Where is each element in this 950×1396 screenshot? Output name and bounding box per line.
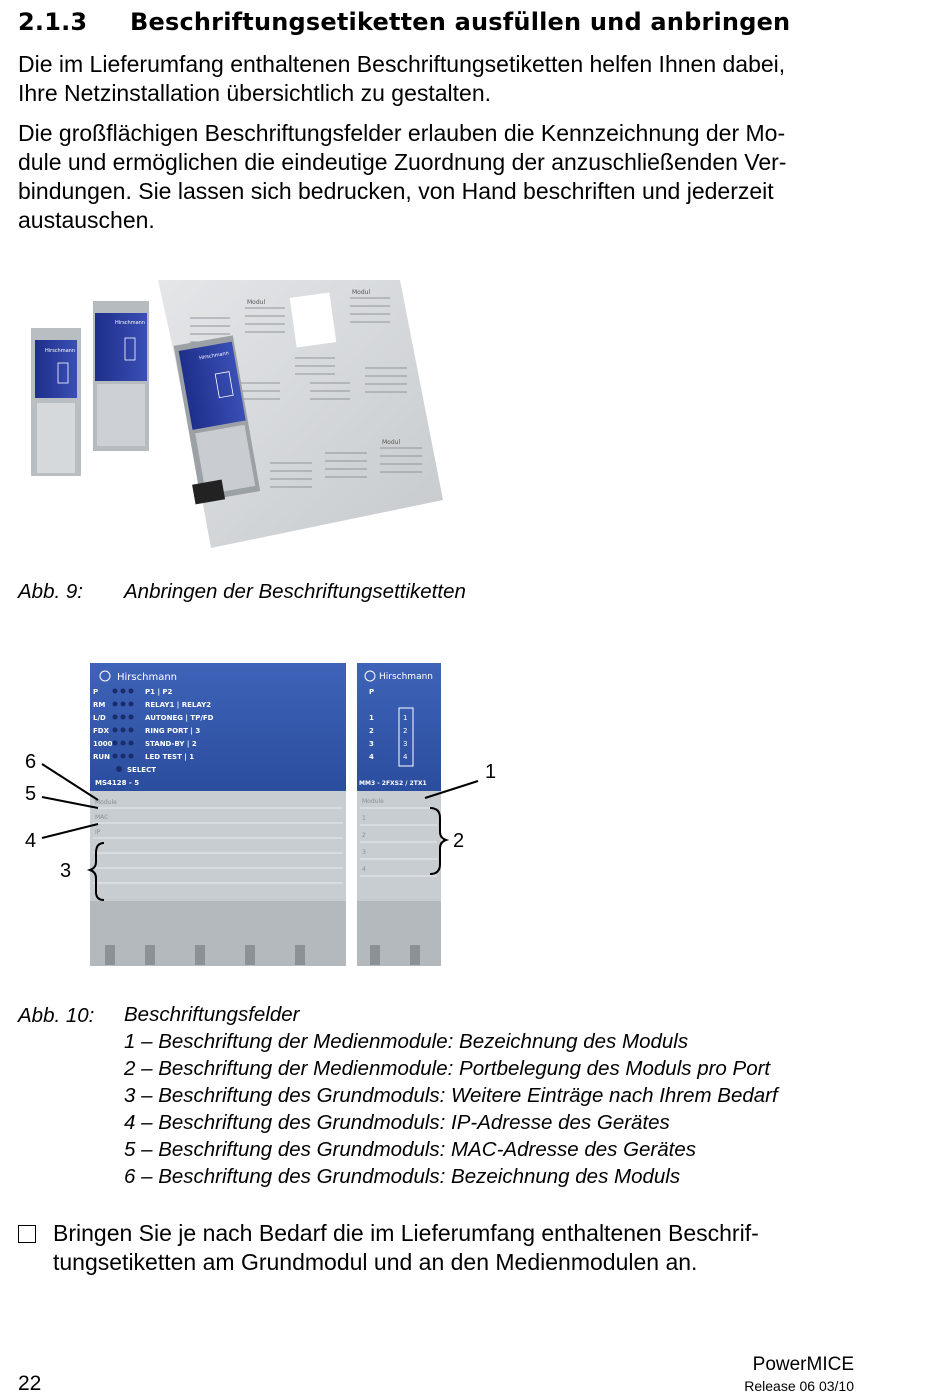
sheet-field-label: Modul — [382, 439, 400, 446]
model-label: MM3 - 2FXS2 / 2TX1 — [359, 780, 427, 787]
text-line: austauschen. — [18, 207, 155, 233]
text-line: Die großflächigen Beschriftungsfelder er… — [18, 120, 786, 146]
led-label: 1 — [369, 714, 374, 722]
intro-paragraph: Die im Lieferumfang enthaltenen Beschrif… — [18, 50, 878, 108]
callout-leaders — [41, 763, 479, 901]
callout-4: 4 — [25, 830, 37, 852]
text-line: Die im Lieferumfang enthaltenen Beschrif… — [18, 51, 786, 77]
field-label-module: Module — [95, 799, 117, 806]
brand-text: Hirschmann — [115, 320, 145, 326]
brand-text: Hirschmann — [199, 350, 230, 361]
text-line: tungsetiketten am Grundmodul und an den … — [53, 1249, 698, 1275]
field-label-mac: MAC — [95, 814, 108, 821]
callout-5: 5 — [25, 783, 37, 805]
leader-5 — [41, 796, 99, 809]
figure-label: Abb. 10: — [18, 1004, 95, 1027]
select-label: SELECT — [127, 766, 156, 774]
led-function: AUTONEG | TP/FD — [145, 714, 214, 723]
led-label: P — [369, 688, 374, 696]
field-label-port: 2 — [362, 832, 366, 839]
legend-item: 1 – Beschriftung der Medienmodule: Bezei… — [124, 1030, 689, 1053]
leader-4 — [41, 823, 99, 839]
text-line: Ihre Netzinstallation übersichtlich zu g… — [18, 80, 492, 106]
port-number: 3 — [403, 740, 407, 748]
led-function: RELAY1 | RELAY2 — [145, 701, 211, 710]
legend-item: 3 – Beschriftung des Grundmoduls: Weiter… — [124, 1084, 778, 1107]
callout-6: 6 — [25, 751, 37, 773]
led-label: FDX — [93, 727, 110, 735]
legend-item: 6 – Beschriftung des Grundmoduls: Bezeic… — [124, 1165, 681, 1188]
section-number: 2.1.3 — [18, 8, 88, 36]
section-title: Beschriftungsetiketten ausfüllen und anb… — [130, 8, 791, 36]
led-label: 1000 — [93, 740, 113, 748]
text-line: bindungen. Sie lassen sich bedrucken, vo… — [18, 178, 774, 204]
base-module: Hirschmann P RM L/D FDX 1000 RUN P1 | P2… — [90, 663, 346, 966]
checkbox-icon — [18, 1225, 36, 1243]
callout-2: 2 — [453, 830, 465, 852]
label-sheet-photo: Modul Modul Modul Hirschmann Hirschmann … — [31, 280, 443, 548]
leader-6 — [41, 763, 99, 801]
led-label: 2 — [369, 727, 374, 735]
port-number: 4 — [403, 753, 408, 761]
field-label-module: Module — [362, 798, 384, 805]
legend-item: 2 – Beschriftung der Medienmodule: Portb… — [124, 1057, 771, 1080]
model-label: MS4128 - 5 — [95, 779, 139, 787]
figure-label: Abb. 9: — [18, 580, 83, 603]
figure-caption: Anbringen der Beschriftungsettiketten — [124, 580, 466, 603]
device-label-fields-photo: Hirschmann P RM L/D FDX 1000 RUN P1 | P2… — [90, 663, 441, 966]
sheet-cutout — [289, 292, 337, 348]
product-name: PowerMICE — [752, 1354, 854, 1375]
base-module-photo: Hirschmann — [173, 335, 261, 505]
body-paragraph: Die großflächigen Beschriftungsfelder er… — [18, 119, 878, 235]
brand-text: Hirschmann — [117, 672, 177, 683]
callout-3: 3 — [60, 860, 72, 882]
led-label: 4 — [369, 753, 374, 761]
sheet-label-fields — [190, 297, 422, 488]
port-number: 2 — [403, 727, 407, 735]
led-function: RING PORT | 3 — [145, 727, 200, 736]
text-line: dule und ermöglichen die eindeutige Zuor… — [18, 149, 787, 175]
section-heading: 2.1.3 Beschriftungsetiketten ausfüllen un… — [18, 8, 790, 36]
led-function: STAND-BY | 2 — [145, 740, 197, 749]
leader-1 — [424, 780, 479, 799]
led-function: P1 | P2 — [145, 688, 173, 697]
media-module: Hirschmann P 1 2 3 4 MM3 - 2FXS2 / 2TX1 … — [357, 663, 441, 966]
bracket-2 — [429, 807, 450, 875]
legend-item: 4 – Beschriftung des Grundmoduls: IP-Adr… — [124, 1111, 670, 1134]
port-number: 1 — [403, 714, 407, 722]
led-function: LED TEST | 1 — [145, 753, 194, 762]
brand-text: Hirschmann — [379, 672, 433, 682]
legend-item: 5 – Beschriftung des Grundmoduls: MAC-Ad… — [124, 1138, 696, 1161]
led-label: P — [93, 688, 98, 696]
callout-1: 1 — [485, 761, 497, 783]
field-label-port: 1 — [362, 815, 366, 822]
sheet-field-label: Modul — [352, 289, 370, 296]
field-label-ip: IP — [95, 829, 101, 836]
led-label: RM — [93, 701, 105, 709]
led-label: RUN — [93, 753, 110, 761]
sheet-field-label: Modul — [247, 299, 265, 306]
text-line: Bringen Sie je nach Bedarf die im Liefer… — [53, 1220, 759, 1246]
bracket-3 — [86, 842, 105, 901]
led-label: 3 — [369, 740, 374, 748]
media-module-photo: Hirschmann — [93, 301, 149, 451]
figure-caption: Beschriftungsfelder — [124, 1003, 300, 1026]
field-label-port: 4 — [362, 866, 366, 873]
brand-text: Hirschmann — [45, 348, 75, 354]
figure-legend: Beschriftungsfelder 1 – Beschriftung der… — [124, 1001, 778, 1190]
media-module-photo: Hirschmann — [31, 328, 81, 476]
field-label-port: 3 — [362, 849, 366, 856]
release-info: Release 06 03/10 — [744, 1378, 854, 1394]
led-label: L/D — [93, 714, 106, 722]
page-number: 22 — [18, 1372, 42, 1395]
led-indicators — [112, 688, 134, 772]
